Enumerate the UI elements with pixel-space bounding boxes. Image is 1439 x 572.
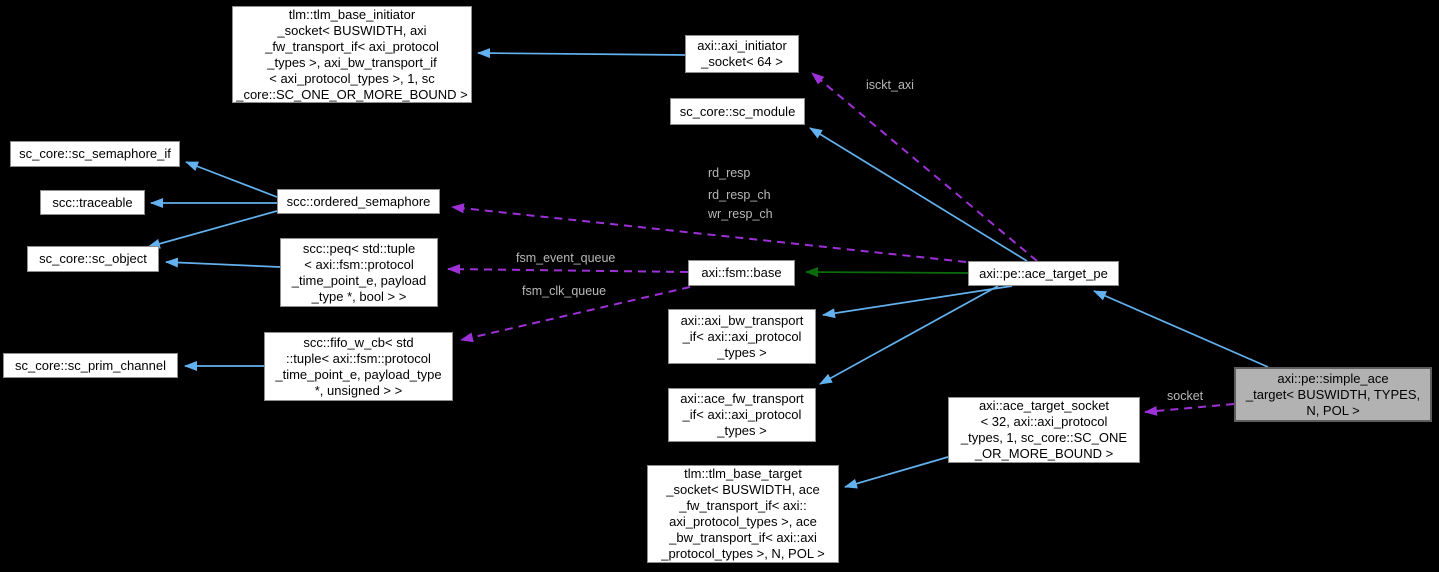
class-node-tlm-base-target-socket[interactable]: tlm::tlm_base_target _socket< BUSWIDTH, … — [647, 465, 839, 563]
edge-label-rd-resp-ch: rd_resp_ch — [708, 188, 771, 202]
edge-ace-target-pe-resp-semaphores — [451, 203, 967, 263]
edge-ordered-semaphore-to-sc-object — [147, 210, 278, 249]
edge-ace-target-pe-to-fsm-base — [805, 267, 969, 278]
edge-ace-target-pe-to-ace-fw-transport-if — [819, 285, 999, 385]
edge-ordered-semaphore-to-sc-semaphore-if — [185, 161, 278, 198]
class-node-sc-module[interactable]: sc_core::sc_module — [670, 98, 805, 125]
edge-fsm-base-fsm-clk-queue — [460, 286, 691, 343]
class-node-ace-target-pe[interactable]: axi::pe::ace_target_pe — [968, 261, 1119, 286]
edge-label-wr-resp-ch: wr_resp_ch — [708, 207, 773, 221]
edge-label-fsm-clk-queue: fsm_clk_queue — [522, 284, 607, 298]
class-node-fsm-base[interactable]: axi::fsm::base — [688, 260, 795, 286]
edge-simple-ace-target-socket — [1144, 403, 1235, 416]
edge-simple-ace-target-to-ace-target-pe — [1093, 290, 1269, 368]
class-node-ace-fw-transport-if[interactable]: axi::ace_fw_transport _if< axi::axi_prot… — [668, 388, 816, 442]
class-node-peq[interactable]: scc::peq< std::tuple < axi::fsm::protoco… — [280, 238, 438, 307]
class-node-axi-bw-transport-if[interactable]: axi::axi_bw_transport _if< axi::axi_prot… — [668, 309, 816, 364]
class-node-ordered-semaphore[interactable]: scc::ordered_semaphore — [277, 189, 440, 214]
class-node-sc-prim-channel[interactable]: sc_core::sc_prim_channel — [3, 353, 178, 378]
class-node-traceable[interactable]: scc::traceable — [40, 190, 145, 215]
edge-peq-to-sc-object — [165, 257, 281, 268]
class-node-sc-object[interactable]: sc_core::sc_object — [27, 246, 159, 272]
edge-axi-initiator-to-tlm-base-initiator — [477, 48, 686, 59]
edge-label-fsm-event-queue: fsm_event_queue — [516, 251, 616, 265]
class-node-tlm-base-initiator-socket[interactable]: tlm::tlm_base_initiator _socket< BUSWIDT… — [232, 6, 472, 103]
edge-ace-target-pe-to-sc-module — [809, 127, 1028, 262]
edge-fsm-base-fsm-event-queue — [447, 264, 689, 275]
edge-label-rd-resp: rd_resp — [708, 166, 751, 180]
edge-ace-target-pe-isckt-axi — [811, 72, 1038, 262]
edge-ace-target-pe-to-axi-bw-transport-if — [822, 285, 1013, 319]
edge-ace-target-socket-to-tlm-base-target — [844, 456, 949, 489]
class-node-ace-target-socket[interactable]: axi::ace_target_socket < 32, axi::axi_pr… — [948, 397, 1140, 463]
class-node-simple-ace-target-current: axi::pe::simple_ace _target< BUSWIDTH, T… — [1234, 367, 1432, 422]
class-node-sc-semaphore-if[interactable]: sc_core::sc_semaphore_if — [10, 141, 180, 167]
class-node-axi-initiator-socket[interactable]: axi::axi_initiator _socket< 64 > — [685, 35, 799, 73]
edge-label-isckt-axi: isckt_axi — [866, 78, 914, 92]
edge-label-socket: socket — [1167, 389, 1204, 403]
class-node-fifo-w-cb[interactable]: scc::fifo_w_cb< std ::tuple< axi::fsm::p… — [264, 332, 453, 401]
